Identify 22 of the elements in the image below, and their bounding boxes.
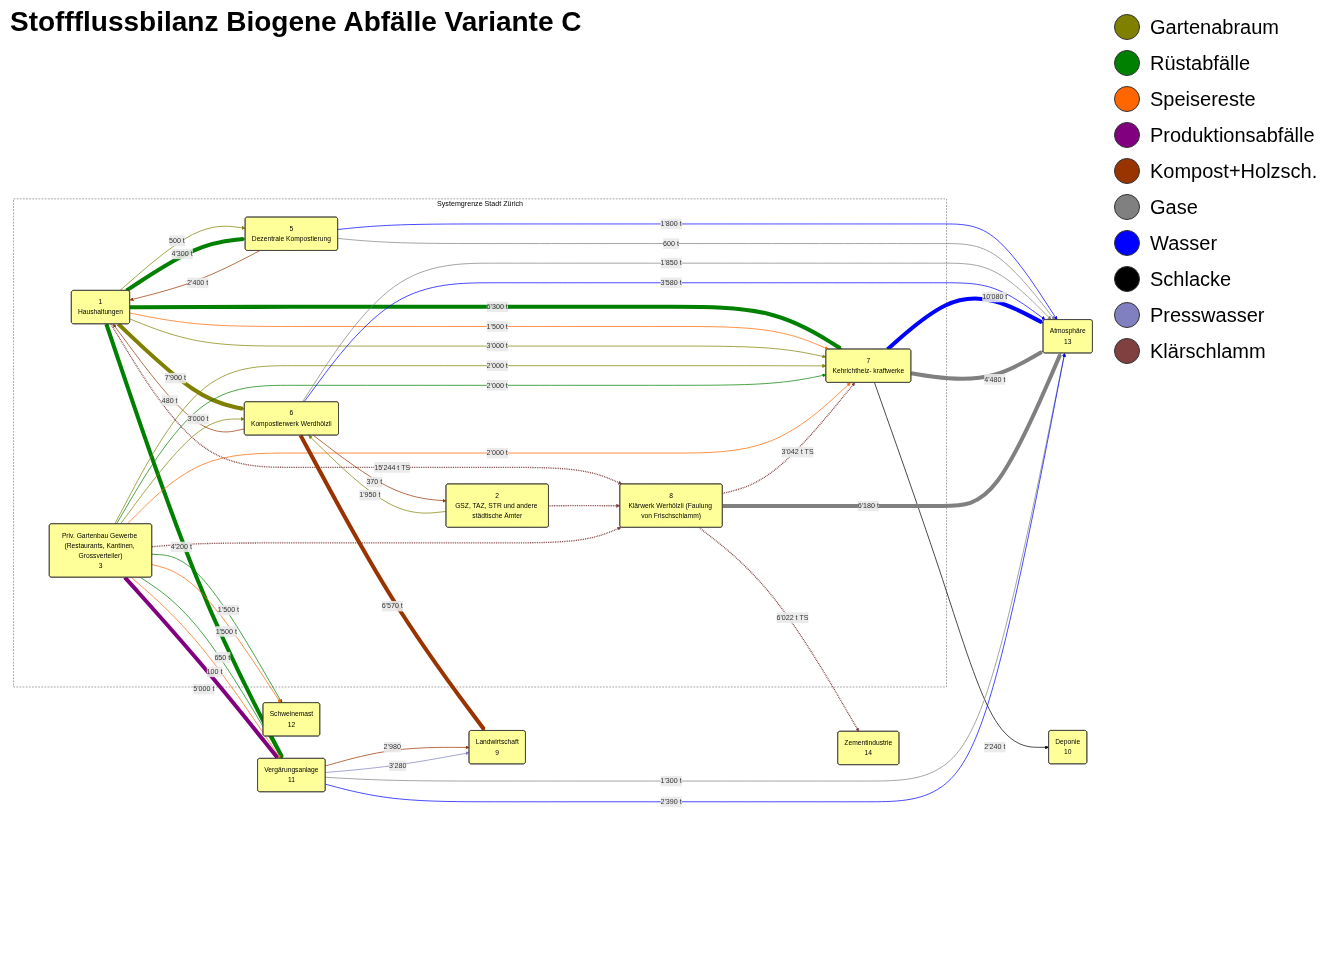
legend-label: Gartenabraum (1150, 15, 1279, 39)
arrow (298, 434, 486, 731)
arrow (722, 353, 1062, 508)
legend-label: Kompost+Holzsch. (1150, 159, 1318, 183)
arrow (548, 503, 621, 508)
arrow (910, 350, 1044, 381)
arrow (151, 526, 622, 548)
legend-label: Speisereste (1150, 87, 1256, 111)
arrow (110, 323, 623, 485)
arrow (125, 237, 246, 293)
arrow (116, 322, 245, 411)
arrow (104, 323, 284, 759)
legend-label: Gase (1150, 195, 1198, 219)
legend-label: Produktionsabfälle (1150, 123, 1315, 147)
legend-label: Rüstabfälle (1150, 51, 1251, 75)
diagram-title: Stoffflussbilanz Biogene Abfälle Variante C (10, 6, 583, 38)
legend-label: Wasser (1150, 231, 1218, 255)
arrow (129, 304, 842, 350)
arrow (721, 382, 856, 495)
legend-label: Schlacke (1150, 267, 1232, 291)
legend-label: Presswasser (1150, 303, 1265, 327)
legend-label: Klärschlamm (1150, 339, 1266, 363)
